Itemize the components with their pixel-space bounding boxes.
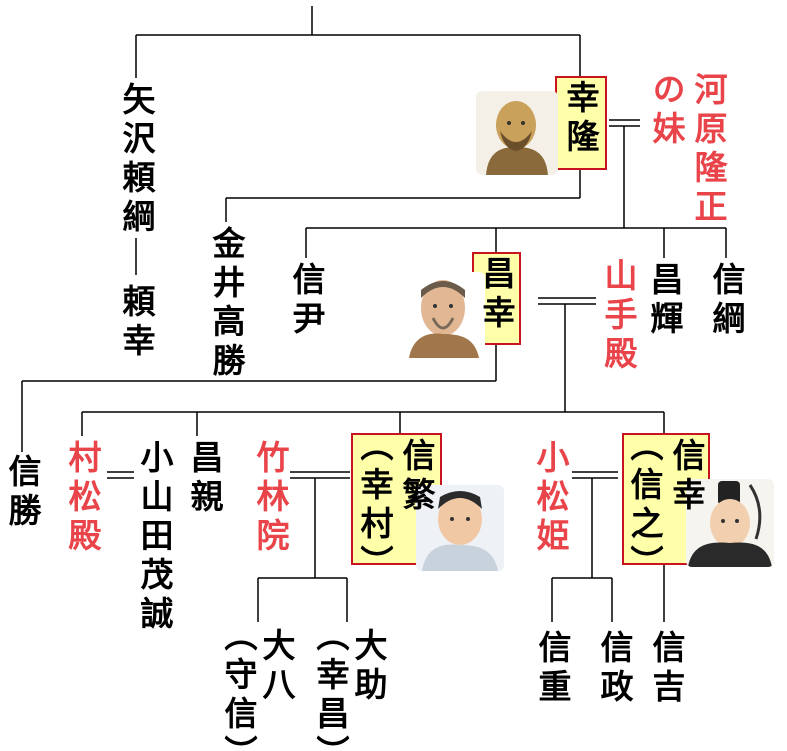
name-nobutsuna: 信綱 (707, 262, 746, 340)
name-daisuke-line2: （幸昌） (311, 618, 350, 751)
name-kanai-takakatsu: 金井高勝 (207, 226, 246, 382)
name-nobumasa: 信政 (595, 630, 634, 708)
name-oyamada-shigemasa: 小山田茂誠 (135, 440, 174, 635)
name-komatsuhime: 小松姫 (531, 440, 570, 557)
name-yamanote: 山手殿 (599, 258, 638, 375)
name-muramatsu: 村松殿 (63, 440, 102, 557)
name-yazawa-yoritsuna: 矢沢頼綱 (117, 82, 156, 238)
name-chikurinin: 竹林院 (251, 440, 290, 557)
name-nobushige-line2: （幸村） (355, 428, 394, 584)
name-daihachi-line2: （守信） (219, 618, 258, 751)
name-nobushige-line1: 信繁 (397, 438, 436, 516)
name-kawahara-sister-line1: 河原隆正 (689, 72, 728, 228)
name-daisuke-line1: 大助 (349, 628, 388, 706)
name-masateru: 昌輝 (645, 262, 684, 340)
name-yukitaka: 幸隆 (561, 80, 600, 158)
name-kawahara-sister-line2: の妹 (647, 72, 686, 150)
name-nobukatsu: 信勝 (3, 454, 42, 532)
highlight-yukitaka (555, 76, 607, 170)
name-nobushige2: 信重 (533, 630, 572, 708)
portrait-yukitaka-icon (476, 91, 558, 175)
name-daihachi-line1: 大八 (257, 628, 296, 706)
portrait-nobuyuki-icon (686, 479, 774, 567)
name-nobuyoshi: 信吉 (647, 630, 686, 708)
portrait-nobushige-icon (416, 485, 504, 571)
name-nobuyuki-line1: 信幸 (667, 438, 706, 516)
name-nobuyuki-line2: （信之） (625, 428, 664, 584)
name-yazawa-yoriyuki: 頼幸 (117, 284, 156, 362)
name-nobutada: 信尹 (287, 262, 326, 340)
portrait-masayuki-icon (403, 272, 485, 358)
name-masayuki: 昌幸 (477, 256, 516, 334)
name-masachika: 昌親 (185, 440, 224, 518)
